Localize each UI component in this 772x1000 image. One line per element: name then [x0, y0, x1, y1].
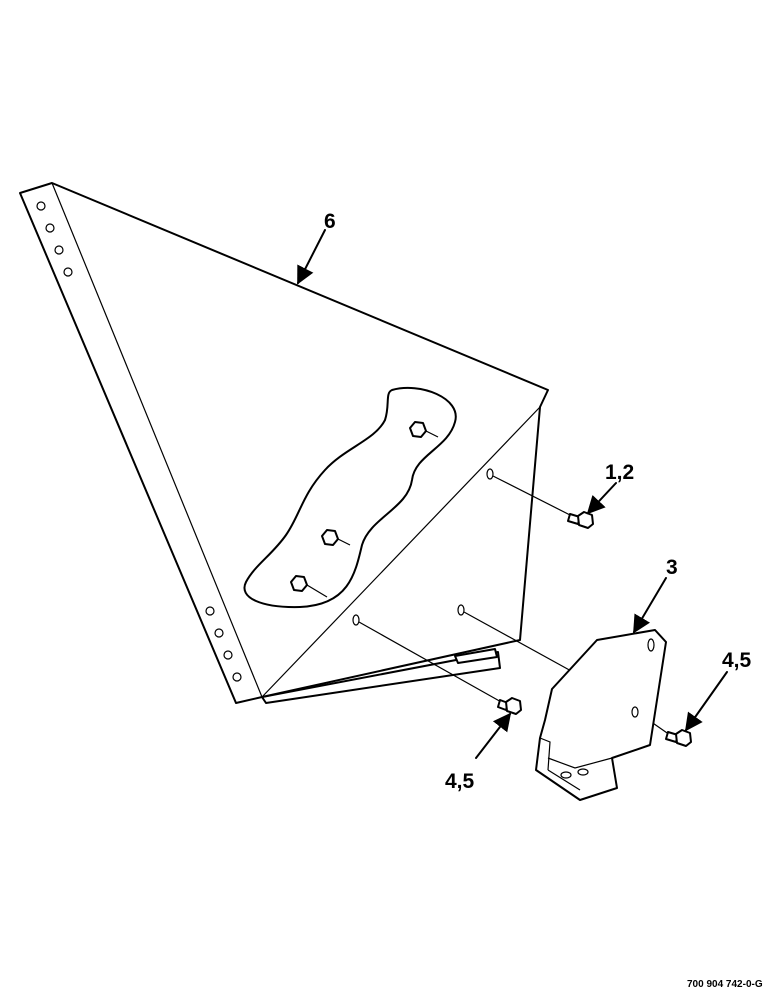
bolt-part-1-2 — [567, 511, 594, 529]
callout-part-4-5-right: 4,5 — [722, 649, 752, 672]
bolt-part-4-5-bottom — [497, 697, 522, 715]
hex-nut-icon — [409, 421, 439, 438]
drawing-number: 700 904 742-0-G — [687, 979, 763, 990]
bolt-part-4-5-right — [665, 729, 692, 747]
callout-part-6: 6 — [324, 210, 336, 233]
callout-part-3: 3 — [666, 556, 678, 579]
bracket-part-3 — [535, 629, 667, 801]
flange-holes-top — [36, 201, 73, 277]
leader-arrows — [297, 229, 728, 759]
hex-nut-icon — [290, 575, 328, 598]
flange-holes-bottom — [205, 606, 242, 682]
callout-part-1-2: 1,2 — [605, 461, 634, 484]
cutaway-view — [243, 386, 457, 609]
callout-part-4-5-bottom: 4,5 — [445, 770, 475, 793]
hex-nut-icon — [321, 529, 351, 546]
triangular-panel-part-6 — [19, 182, 549, 704]
